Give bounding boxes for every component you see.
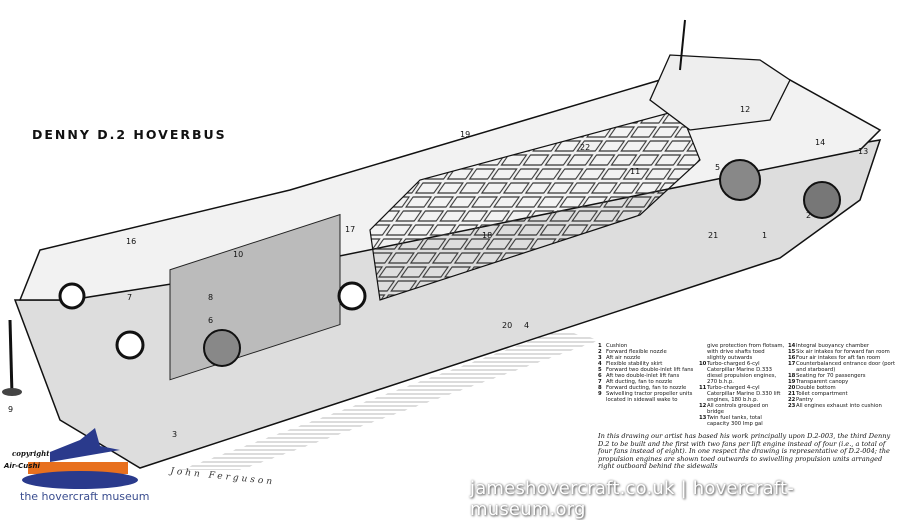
window [58,282,86,310]
callout-5: 5 [715,163,720,172]
callout-19: 19 [460,130,470,139]
hovercraft-museum-logo [22,428,138,489]
callout-21: 21 [708,231,718,240]
bridge [649,54,791,131]
callout-16: 16 [126,237,136,246]
callout-12: 12 [740,105,750,114]
callout-1: 1 [762,231,767,240]
callout-10: 10 [233,250,243,259]
lift-fan [803,181,841,219]
callout-9: 9 [8,405,13,414]
logo-copyright: copyright [12,449,50,458]
water-shadow [180,330,600,470]
propeller [2,388,22,396]
key-item: give protection from flotsam, with drive… [707,343,785,361]
callout-18: 18 [482,231,492,240]
callout-22: 22 [580,143,590,152]
lift-fan [719,159,761,201]
propeller-unit [8,319,14,396]
lift-fan [203,329,241,367]
watermark: jameshovercraft.co.uk | hovercraft-museu… [470,478,795,520]
page-title: DENNY D.2 HOVERBUS [32,127,227,142]
key-column-2: give protection from flotsam, with drive… [699,343,785,427]
callout-11: 11 [630,167,640,176]
logo-air-cushion: Air-Cushi [4,462,40,470]
passenger-seating [369,109,701,301]
callout-17: 17 [345,225,355,234]
window [337,281,367,311]
callout-20: 20 [502,321,512,330]
caption: In this drawing our artist has based his… [598,432,891,471]
callout-4: 4 [524,321,529,330]
callout-8: 8 [208,293,213,302]
callout-6: 6 [208,316,213,325]
window [115,330,145,360]
mast [679,19,686,71]
callout-13: 13 [858,147,868,156]
callout-3: 3 [172,430,177,439]
callout-2: 2 [806,211,811,220]
callout-7: 7 [127,293,132,302]
hovercraft-cutaway-drawing: 19 22 12 14 13 16 17 18 11 5 10 7 8 6 9 … [2,19,882,489]
callout-14: 14 [815,138,825,147]
logo-museum-text: the hovercraft museum [20,490,150,503]
